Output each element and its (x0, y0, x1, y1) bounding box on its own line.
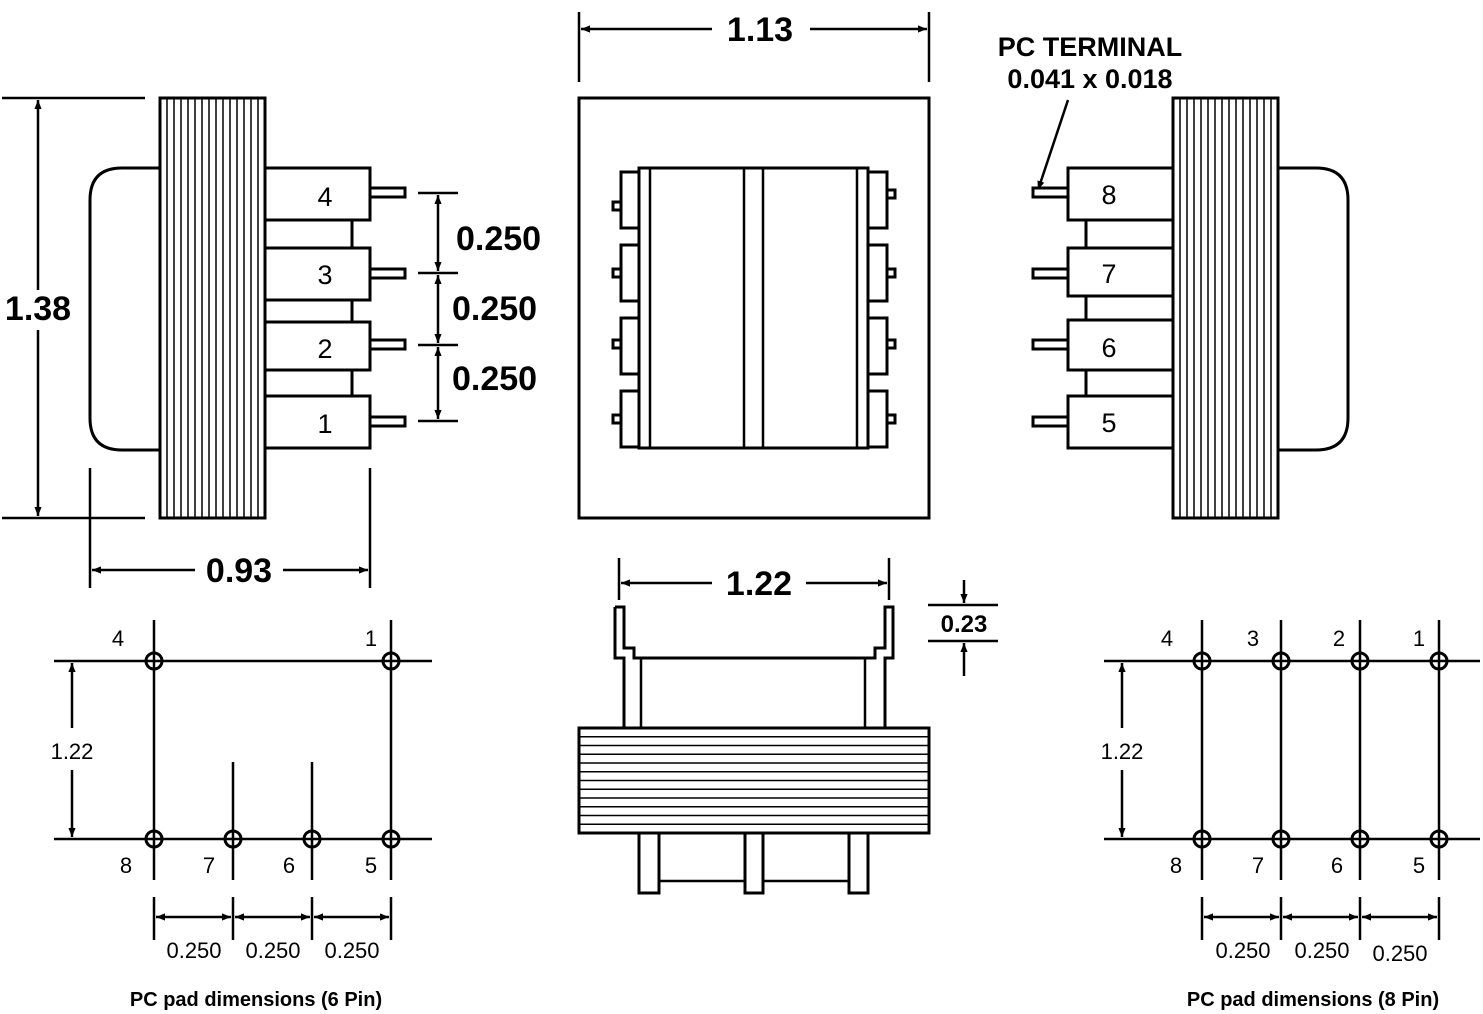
caption-8pin: PC pad dimensions (8 Pin) (1187, 989, 1439, 1011)
pad-label: 8 (120, 853, 132, 878)
pitch-dimension: 0.250 (452, 290, 537, 328)
pitch-dimension: 0.250 (456, 220, 541, 258)
pin-block-3: 3 (263, 246, 407, 302)
pad-label: 1 (1413, 626, 1425, 651)
mounting-legs (637, 831, 870, 895)
bobbin-flange (615, 605, 895, 728)
pad-circles (1192, 651, 1449, 849)
lamination-lines (1179, 99, 1272, 517)
bobbin (637, 166, 870, 450)
pitch-label: 0.250 (1215, 938, 1270, 963)
offset-dimension: 0.23 (941, 611, 988, 638)
pin-label: 2 (317, 334, 332, 364)
pad-circles (144, 651, 401, 849)
lamination-stack (158, 96, 267, 520)
pin-label: 3 (317, 260, 332, 290)
pad-label: 7 (203, 853, 215, 878)
pad-label: 2 (1333, 626, 1345, 651)
left-terminal-tabs (611, 170, 643, 449)
lamination-stack (1171, 96, 1280, 520)
height-dimension: 1.38 (5, 290, 71, 328)
lamination-lines (580, 736, 928, 825)
pin-spacer (263, 368, 354, 398)
pin-spacer (1084, 368, 1175, 398)
terminal-size: 0.041 x 0.018 (1007, 64, 1172, 94)
pad-label: 6 (283, 853, 295, 878)
pin-spacer (263, 218, 354, 250)
bottom-view: 1.22 0.23 (577, 558, 998, 895)
row-spacing: 1.22 (51, 739, 94, 764)
pitch-dimension: 0.250 (452, 360, 537, 398)
right-side-view: PC TERMINAL 0.041 x 0.018 8 7 6 5 (998, 32, 1350, 520)
pad-layout-8pin: 4 3 2 1 8 7 6 5 1.22 0.250 0.250 0.250 P… (1101, 620, 1480, 1011)
pad-label: 6 (1331, 853, 1343, 878)
pad-layout-6pin: 4 1 8 7 6 5 1.22 0.250 0.250 0.250 PC pa… (51, 620, 432, 1011)
pin-label: 8 (1101, 180, 1116, 210)
pad-label: 4 (112, 626, 124, 651)
pin-spacer (1084, 294, 1175, 322)
pad-label: 3 (1247, 626, 1259, 651)
pin-label: 6 (1101, 333, 1116, 363)
pin-block-5: 5 (1031, 394, 1175, 450)
pin-label: 4 (317, 182, 332, 212)
pin-block-4: 4 (263, 166, 407, 222)
pad-label: 7 (1252, 853, 1264, 878)
pin-label: 1 (317, 409, 332, 439)
pad-label: 4 (1161, 626, 1173, 651)
pad-label: 5 (1413, 853, 1425, 878)
pad-label: 1 (365, 626, 377, 651)
pin-label: 7 (1101, 259, 1116, 289)
right-terminal-tabs (865, 170, 897, 449)
bottom-width-dimension: 1.22 (726, 565, 792, 603)
terminal-title: PC TERMINAL (998, 32, 1183, 62)
pitch-label: 0.250 (166, 938, 221, 963)
row-spacing: 1.22 (1101, 739, 1144, 764)
pin-label: 5 (1101, 408, 1116, 438)
width-dimension: 0.93 (206, 552, 272, 590)
pin-block-8: 8 (1031, 166, 1175, 222)
pin-block-2: 2 (263, 320, 407, 372)
pitch-label: 0.250 (245, 938, 300, 963)
front-view: 1.13 (577, 11, 931, 520)
pad-label: 8 (1170, 853, 1182, 878)
pin-block-7: 7 (1031, 246, 1175, 298)
lamination-lines (166, 99, 259, 517)
pin-block-1: 1 (263, 394, 407, 450)
coil-outline (1278, 166, 1350, 452)
pin-spacer (263, 298, 354, 324)
pin-spacer (1084, 218, 1175, 250)
pitch-label: 0.250 (324, 938, 379, 963)
pitch-label: 0.250 (1372, 941, 1427, 966)
coil-outline (88, 166, 160, 452)
pitch-label: 0.250 (1294, 938, 1349, 963)
pad-label: 5 (365, 853, 377, 878)
front-width-dimension: 1.13 (727, 11, 793, 49)
pin-block-6: 6 (1031, 318, 1175, 372)
left-side-view: 4 3 2 1 1.38 0. (2, 96, 541, 590)
caption-6pin: PC pad dimensions (6 Pin) (130, 989, 382, 1011)
